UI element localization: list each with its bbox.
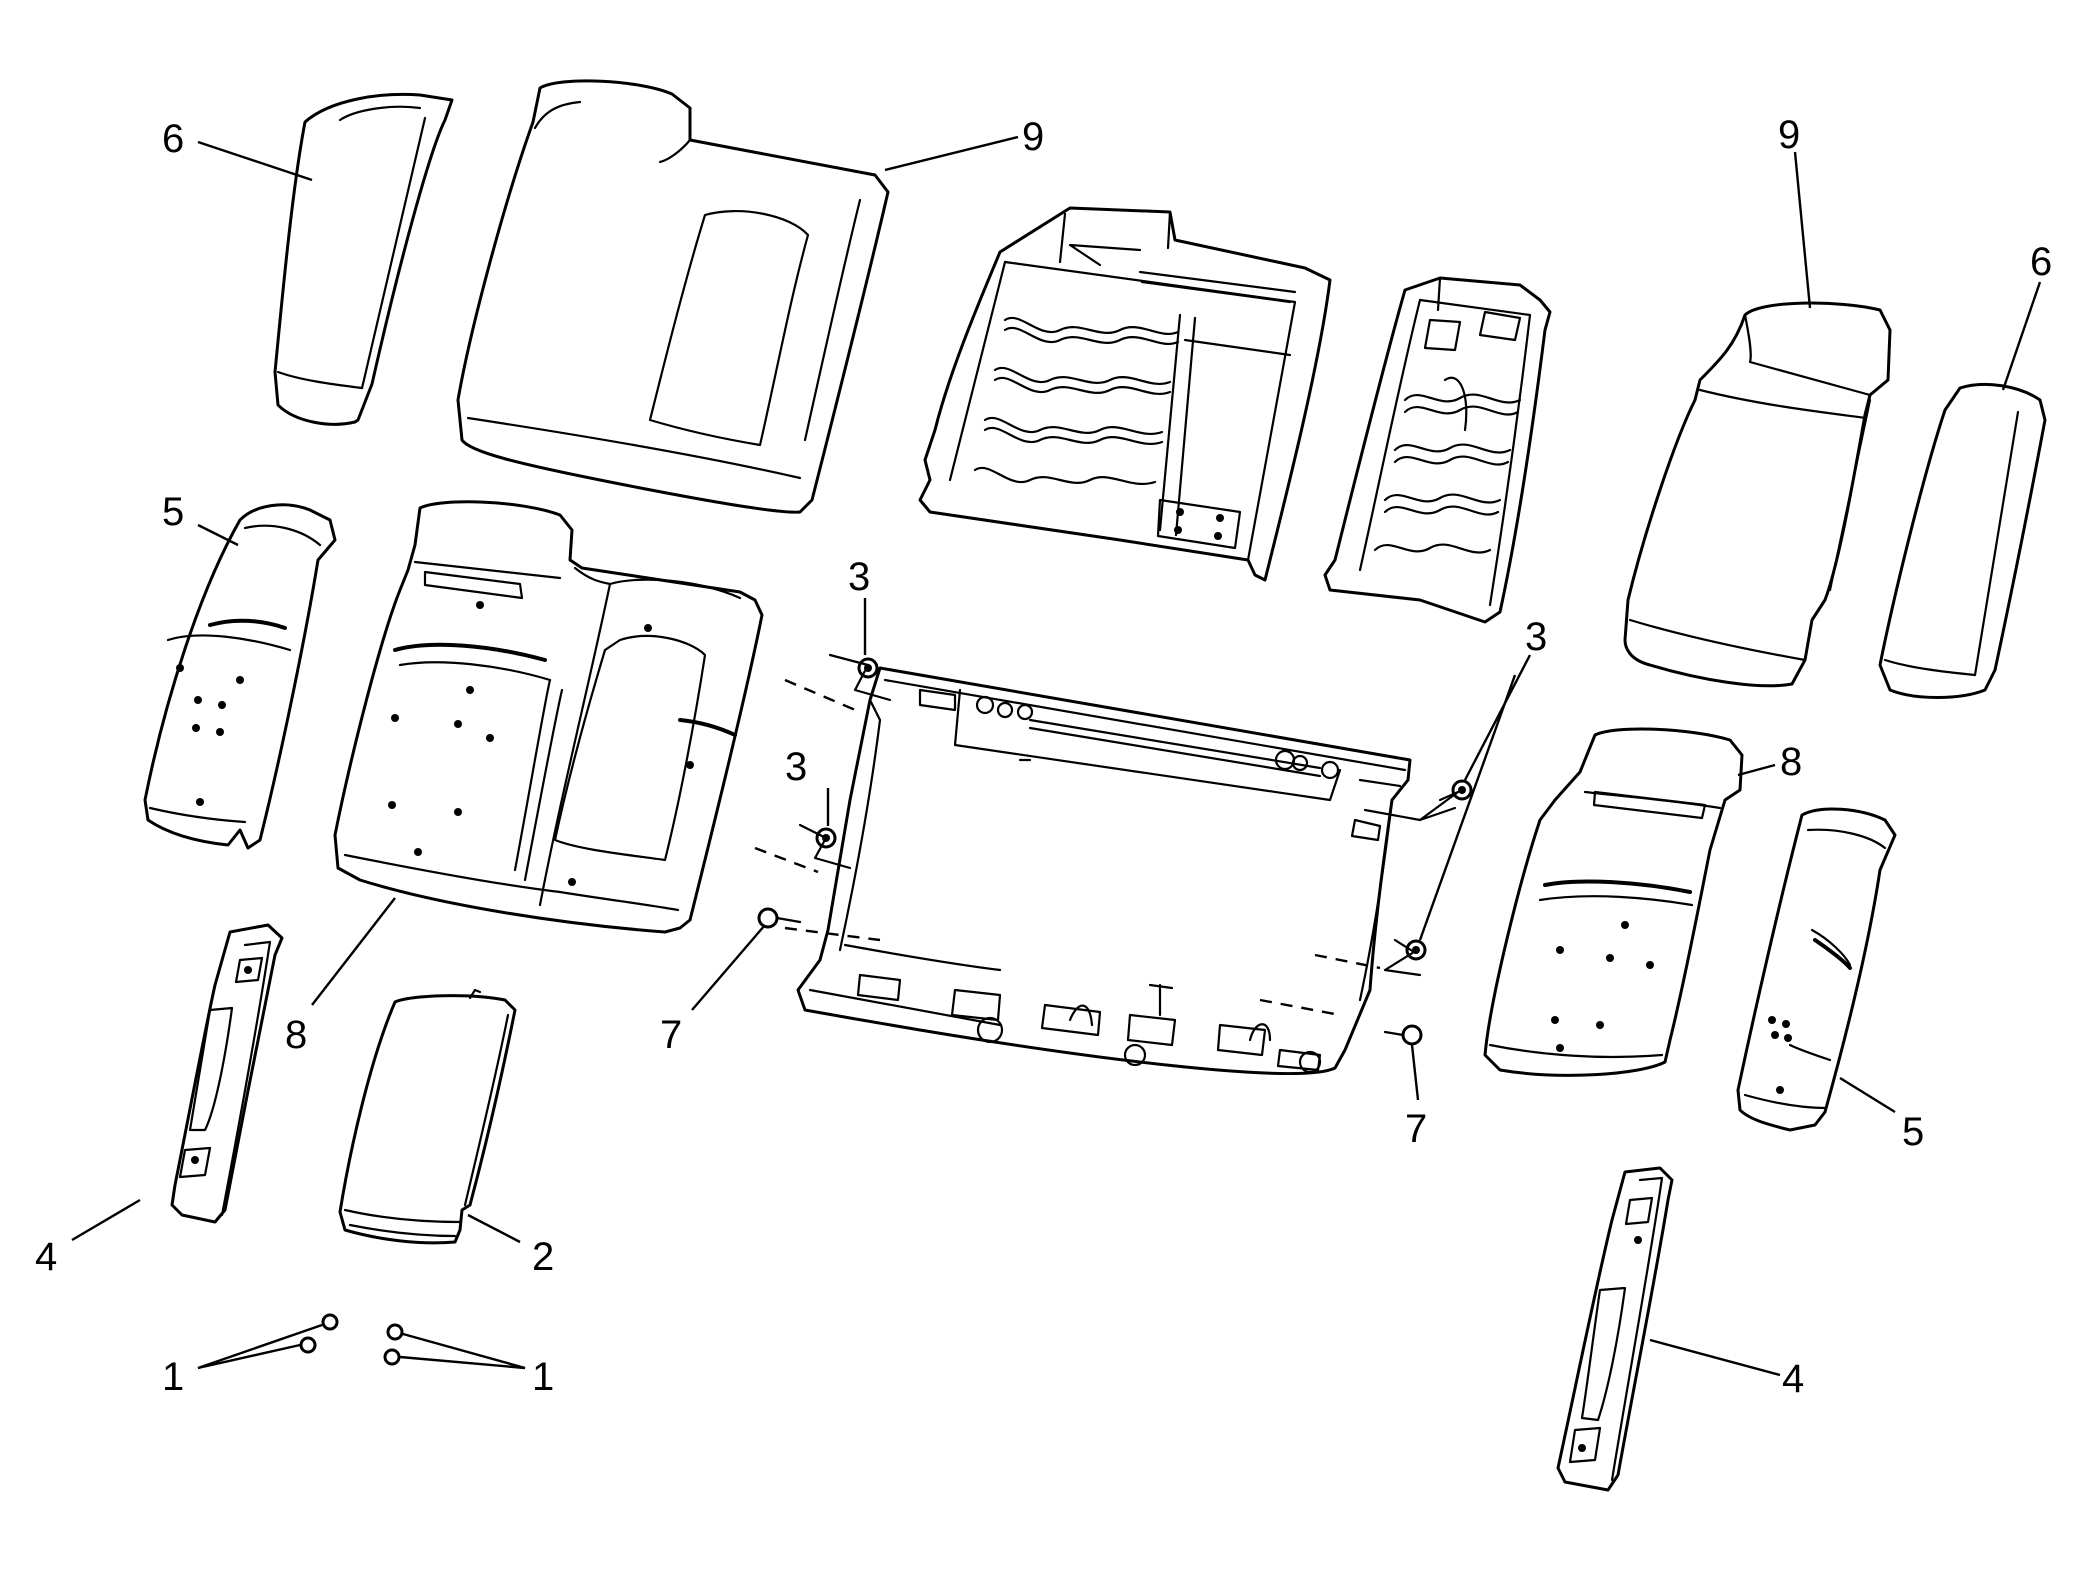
bolt-7-left bbox=[757, 907, 802, 929]
callout-6-left: 6 bbox=[162, 117, 184, 161]
seatback-frame-large bbox=[918, 206, 1332, 582]
callout-4-left: 4 bbox=[35, 1235, 57, 1279]
callout-3-mid: 3 bbox=[785, 745, 807, 789]
seat-frame-assembly bbox=[796, 666, 1412, 1075]
callout-7-left: 7 bbox=[660, 1013, 682, 1057]
part-4-left-trim bbox=[170, 923, 284, 1224]
callout-5-right: 5 bbox=[1902, 1110, 1924, 1154]
callout-6-right: 6 bbox=[2030, 240, 2052, 284]
nut-1-b bbox=[299, 1336, 317, 1354]
part-5-right-side-trim bbox=[1736, 807, 1897, 1132]
callout-8-left: 8 bbox=[285, 1013, 307, 1057]
part-9-right-seatback-cover bbox=[1623, 301, 1892, 688]
callout-3-top: 3 bbox=[848, 555, 870, 599]
part-8-right-cushion bbox=[1483, 727, 1744, 1077]
assembly-lines bbox=[754, 653, 1460, 1017]
nut-1-d bbox=[383, 1348, 401, 1366]
bolt-7-right bbox=[1383, 1024, 1423, 1046]
nut-1-c bbox=[386, 1323, 404, 1341]
part-8-left-cushion bbox=[333, 500, 764, 934]
part-6-left-bolster bbox=[273, 92, 454, 426]
leader-lines bbox=[71, 135, 2042, 1377]
callout-3-right: 3 bbox=[1525, 615, 1547, 659]
callout-4-right: 4 bbox=[1782, 1357, 1804, 1401]
part-2-armrest bbox=[338, 988, 517, 1245]
callout-7-right: 7 bbox=[1405, 1107, 1427, 1151]
nut-1-a bbox=[321, 1313, 339, 1331]
callout-5-left: 5 bbox=[162, 490, 184, 534]
callout-9-right: 9 bbox=[1778, 113, 1800, 157]
part-5-left-side-trim bbox=[143, 503, 337, 850]
callout-2: 2 bbox=[532, 1235, 554, 1279]
callout-1-left: 1 bbox=[162, 1355, 184, 1399]
part-4-right-trim bbox=[1556, 1166, 1674, 1492]
part-9-left-seatback-cover bbox=[456, 79, 890, 514]
seatback-frame-narrow bbox=[1323, 276, 1552, 624]
callout-labels: 6 9 9 6 5 3 3 3 8 8 7 7 5 4 2 1 1 4 bbox=[35, 113, 2052, 1401]
callout-9-left: 9 bbox=[1022, 115, 1044, 159]
part-6-right-bolster bbox=[1878, 382, 2047, 699]
callout-8-right: 8 bbox=[1780, 740, 1802, 784]
callout-1-right: 1 bbox=[532, 1355, 554, 1399]
